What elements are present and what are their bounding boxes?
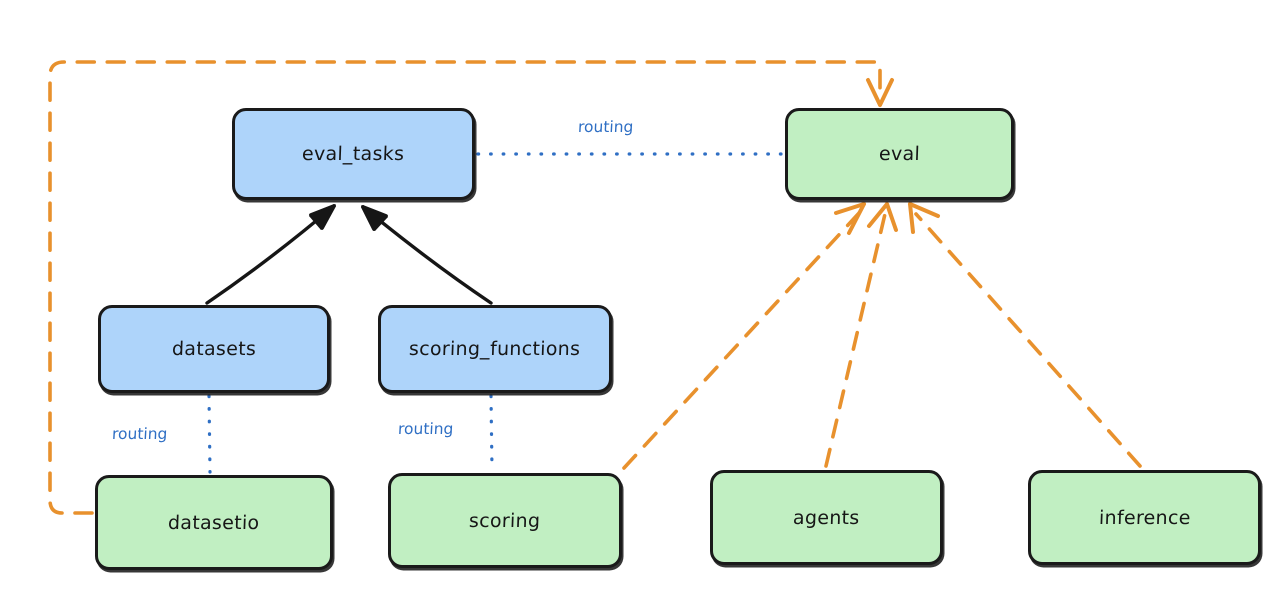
edge-label-routing-eval-tasks: routing — [577, 118, 634, 136]
node-eval-tasks[interactable]: eval_tasks — [232, 108, 475, 200]
arrowhead-agents-to-eval — [867, 202, 898, 232]
node-datasetio[interactable]: datasetio — [95, 475, 333, 570]
node-label-eval: eval — [878, 143, 921, 165]
edge-agents-to-eval — [824, 212, 887, 468]
node-scoring-functions[interactable]: scoring_functions — [378, 305, 612, 393]
node-label-datasets: datasets — [171, 338, 257, 360]
node-label-datasetio: datasetio — [167, 511, 261, 534]
arrowhead-scoring-to-eval — [834, 202, 866, 235]
node-agents[interactable]: agents — [710, 470, 943, 565]
node-inference[interactable]: inference — [1028, 470, 1261, 565]
edge-label-routing-scoring-functions: routing — [397, 420, 454, 438]
arrowhead-datasetio-to-eval — [866, 78, 894, 107]
node-eval[interactable]: eval — [785, 108, 1014, 200]
edge-inference-to-eval — [914, 212, 1142, 468]
edge-label-routing-datasets: routing — [111, 425, 168, 443]
edge-datasets-to-datasetio — [207, 394, 212, 474]
node-datasets[interactable]: datasets — [98, 305, 330, 393]
node-label-eval-tasks: eval_tasks — [301, 143, 406, 165]
edge-scoring-functions-to-scoring — [489, 394, 494, 472]
node-label-scoring: scoring — [468, 509, 542, 532]
node-scoring[interactable]: scoring — [388, 473, 622, 568]
arrowhead-fill-scoring-functions — [361, 205, 388, 231]
node-label-inference: inference — [1098, 506, 1191, 529]
node-label-agents: agents — [792, 506, 861, 529]
arrowhead-inference-to-eval — [908, 202, 940, 234]
arrowhead-fill-datasets — [309, 204, 336, 230]
edge-scoring-to-eval — [622, 210, 862, 470]
node-label-scoring-functions: scoring_functions — [408, 338, 582, 360]
edge-datasetio-to-eval — [48, 60, 882, 515]
